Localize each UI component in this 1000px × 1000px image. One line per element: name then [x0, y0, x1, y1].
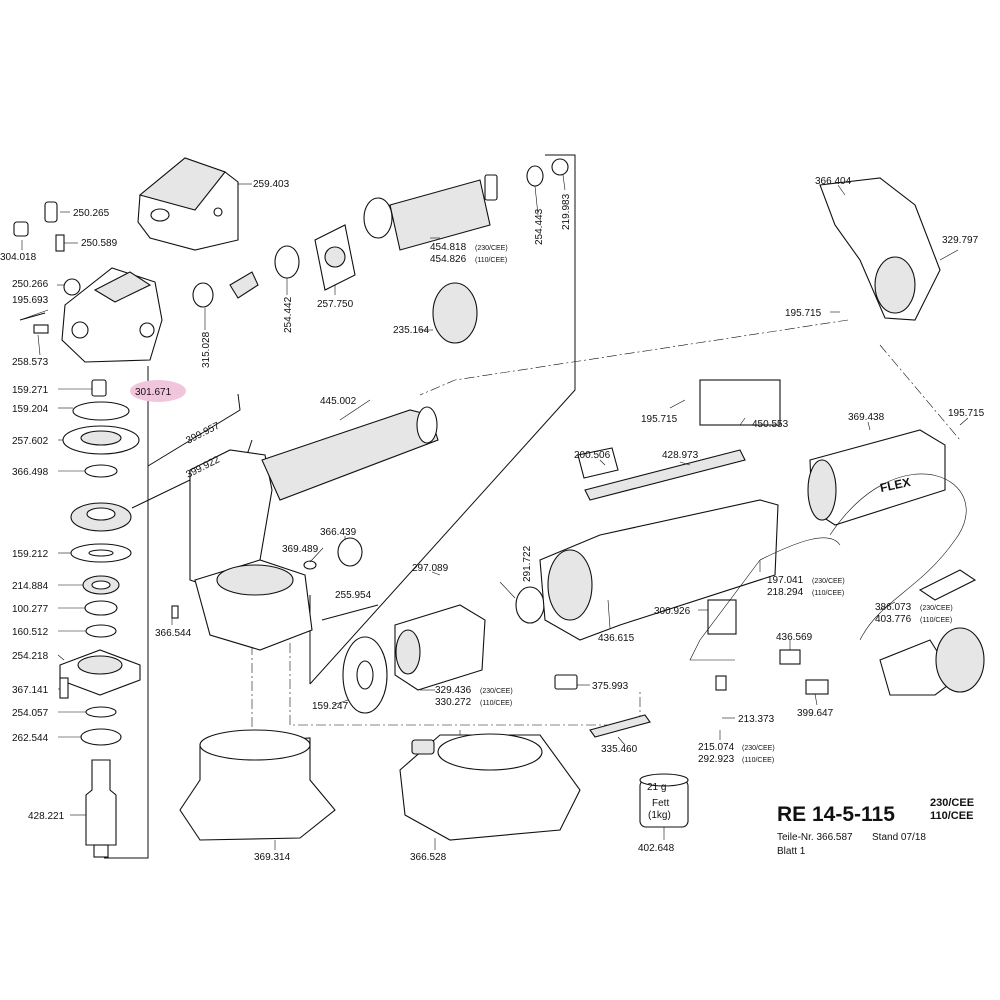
- label-159-271: 159.271: [12, 385, 49, 396]
- label-399-957: 399.957: [184, 420, 222, 446]
- grease-qty: (1kg): [648, 810, 671, 821]
- label-214-884: 214.884: [12, 581, 49, 592]
- label-454-818: 454.818: [430, 242, 467, 253]
- label-399-647: 399.647: [797, 708, 834, 719]
- revision-date: Stand 07/18: [872, 832, 926, 843]
- label-292-923: 292.923: [698, 754, 735, 765]
- label-159-204: 159.204: [12, 404, 49, 415]
- parts-number: Teile-Nr. 366.587: [777, 832, 853, 843]
- label-218-294: 218.294: [767, 587, 804, 598]
- label-200-506: 200.506: [574, 450, 611, 461]
- label-304-018: 304.018: [0, 252, 37, 263]
- label-257-750: 257.750: [317, 299, 354, 310]
- label-257-602: 257.602: [12, 436, 49, 447]
- label-386-073-variant: (230/CEE): [920, 605, 953, 612]
- label-366-544: 366.544: [155, 628, 192, 639]
- label-366-498: 366.498: [12, 467, 49, 478]
- label-329-797: 329.797: [942, 235, 979, 246]
- label-300-926: 300.926: [654, 606, 691, 617]
- label-291-722: 291.722: [522, 545, 533, 582]
- label-330-272-variant: (110/CEE): [480, 700, 512, 707]
- assembly-frames: [104, 154, 961, 859]
- label-254-443: 254.443: [534, 208, 545, 245]
- label-369-489: 369.489: [282, 544, 319, 555]
- label-445-002: 445.002: [320, 396, 357, 407]
- label-258-573: 258.573: [12, 357, 49, 368]
- label-428-221: 428.221: [28, 811, 65, 822]
- label-315-028: 315.028: [201, 331, 212, 368]
- label-330-272: 330.272: [435, 697, 472, 708]
- label-250-589: 250.589: [81, 238, 118, 249]
- model-variant-230: 230/CEE: [930, 797, 974, 809]
- label-402-648: 402.648: [638, 843, 675, 854]
- label-159-247: 159.247: [312, 701, 349, 712]
- label-160-512: 160.512: [12, 627, 49, 638]
- label-369-438: 369.438: [848, 412, 885, 423]
- model-title: RE 14-5-115: [777, 803, 895, 826]
- label-195-715-a: 195.715: [785, 308, 822, 319]
- label-450-553: 450.553: [752, 419, 789, 430]
- label-403-776-variant: (110/CEE): [920, 617, 952, 624]
- label-195-715-b: 195.715: [641, 414, 678, 425]
- label-195-693: 195.693: [12, 295, 49, 306]
- label-195-715-c: 195.715: [948, 408, 985, 419]
- label-213-373: 213.373: [738, 714, 775, 725]
- label-254-442: 254.442: [283, 296, 294, 333]
- armature-parts: [192, 158, 569, 344]
- label-159-212: 159.212: [12, 549, 49, 560]
- part-labels: 259.403 250.265 250.589 304.018 250.266 …: [0, 176, 985, 863]
- label-428-973: 428.973: [662, 450, 699, 461]
- model-variant-110: 110/CEE: [930, 810, 973, 822]
- label-329-436: 329.436: [435, 685, 472, 696]
- label-100-277: 100.277: [12, 604, 49, 615]
- grease-weight: 21 g: [647, 782, 666, 793]
- label-254-057: 254.057: [12, 708, 49, 719]
- housing-parts: [171, 406, 439, 651]
- label-366-439: 366.439: [320, 527, 357, 538]
- highlight-301-671: [130, 380, 186, 402]
- label-218-294-variant: (110/CEE): [812, 590, 844, 597]
- label-215-074-variant: (230/CEE): [742, 745, 775, 752]
- guard-parts: [179, 729, 581, 841]
- label-375-993: 375.993: [592, 681, 629, 692]
- label-454-826: 454.826: [430, 254, 467, 265]
- label-197-041: 197.041: [767, 575, 804, 586]
- label-366-404: 366.404: [815, 176, 852, 187]
- label-454-818-variant: (230/CEE): [475, 245, 508, 252]
- label-262-544: 262.544: [12, 733, 49, 744]
- label-292-923-variant: (110/CEE): [742, 757, 774, 764]
- label-436-569: 436.569: [776, 632, 813, 643]
- label-259-403: 259.403: [253, 179, 290, 190]
- label-329-436-variant: (230/CEE): [480, 688, 513, 695]
- label-250-266: 250.266: [12, 279, 49, 290]
- grease-tub: 21 g Fett (1kg): [647, 782, 671, 821]
- motor-housing-parts: FLEX: [321, 177, 946, 828]
- label-403-776: 403.776: [875, 614, 912, 625]
- label-215-074: 215.074: [698, 742, 735, 753]
- label-235-164: 235.164: [393, 325, 430, 336]
- label-386-073: 386.073: [875, 602, 912, 613]
- label-301-671: 301.671: [135, 387, 172, 398]
- label-197-041-variant: (230/CEE): [812, 578, 845, 585]
- label-297-089: 297.089: [412, 563, 449, 574]
- leader-lines: [19, 174, 969, 850]
- label-454-826-variant: (110/CEE): [475, 257, 507, 264]
- label-254-218: 254.218: [12, 651, 49, 662]
- gear-head-parts: [13, 157, 239, 858]
- label-367-141: 367.141: [12, 685, 49, 696]
- label-436-615: 436.615: [598, 633, 635, 644]
- label-250-265: 250.265: [73, 208, 110, 219]
- label-369-314: 369.314: [254, 852, 291, 863]
- brand-logo: FLEX: [879, 475, 912, 495]
- title-block: RE 14-5-115 230/CEE 110/CEE Teile-Nr. 36…: [777, 797, 974, 857]
- grease-name: Fett: [652, 798, 669, 809]
- sheet-number: Blatt 1: [777, 846, 806, 857]
- label-335-460: 335.460: [601, 744, 638, 755]
- label-255-954: 255.954: [335, 590, 372, 601]
- label-219-983: 219.983: [561, 193, 572, 230]
- label-366-528: 366.528: [410, 852, 447, 863]
